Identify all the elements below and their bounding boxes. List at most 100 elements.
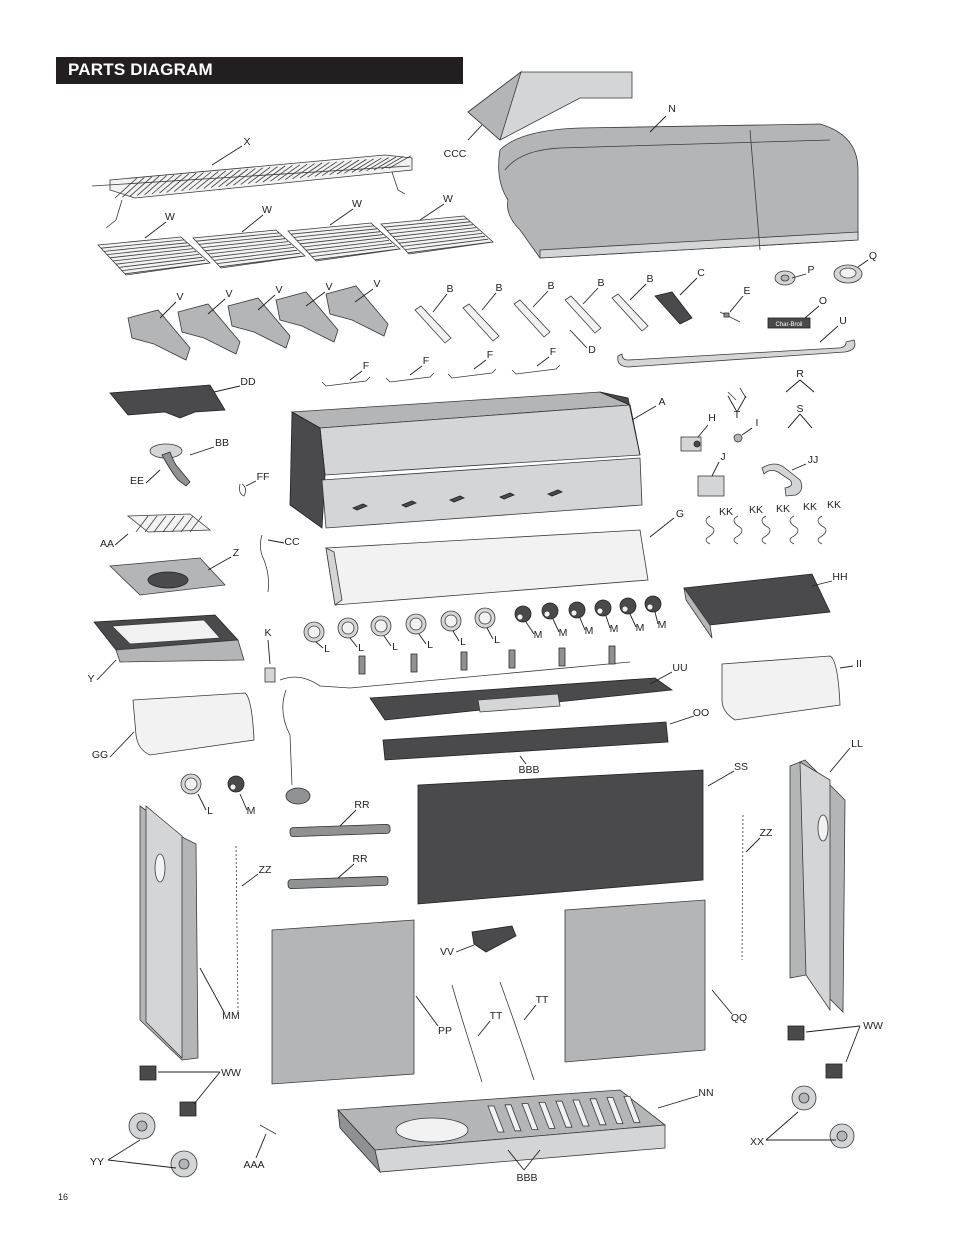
callout-f4: F xyxy=(550,346,556,358)
callout-ee: EE xyxy=(130,475,144,487)
part-hh-side-shelf xyxy=(683,573,831,639)
part-i-valve xyxy=(733,433,743,443)
callout-w1: W xyxy=(165,211,175,223)
callout-m3: M xyxy=(585,625,594,637)
callout-bbb1: BBB xyxy=(518,764,539,776)
callout-kk3: KK xyxy=(776,503,790,515)
callout-kk4: KK xyxy=(803,501,817,513)
callout-z: Z xyxy=(233,547,240,559)
callout-tt1: TT xyxy=(490,1010,503,1022)
callout-d: D xyxy=(588,344,596,356)
callout-ww1: WW xyxy=(863,1020,883,1032)
part-c-rear-burner-cover xyxy=(654,291,693,325)
part-aa-side-burner-grate xyxy=(126,513,212,533)
callout-aaa: AAA xyxy=(243,1159,264,1171)
callout-yy: YY xyxy=(90,1156,104,1168)
part-z-side-burner-bowl xyxy=(109,557,226,596)
part-q-thermometer xyxy=(833,264,863,284)
part-v-heat-tents xyxy=(127,285,389,361)
part-j-plate xyxy=(697,475,725,497)
callout-rr2: RR xyxy=(352,853,368,865)
callout-dd: DD xyxy=(240,376,256,388)
part-ss-back-panel xyxy=(417,769,704,905)
callout-g: G xyxy=(676,508,684,520)
part-e-electrode xyxy=(719,311,741,323)
callout-x: X xyxy=(243,136,250,148)
callout-ww2: WW xyxy=(221,1067,241,1079)
part-h-ignitor-bracket xyxy=(680,436,702,452)
callout-v5: V xyxy=(373,278,380,290)
callout-kk1: KK xyxy=(719,506,733,518)
brand-plate-text: Char-Broil xyxy=(775,322,802,328)
callout-l2: L xyxy=(358,642,364,654)
callout-t: T xyxy=(734,409,741,421)
callout-b5: B xyxy=(646,273,653,285)
callout-m5: M xyxy=(636,622,645,634)
callout-l5: L xyxy=(460,636,466,648)
part-uu-heat-deflector xyxy=(369,677,674,721)
callout-oo: OO xyxy=(693,707,709,719)
callout-u: U xyxy=(839,315,847,327)
callout-b3: B xyxy=(547,280,554,292)
part-qq-right-door xyxy=(564,899,706,1063)
callout-k: K xyxy=(264,627,271,639)
callout-e: E xyxy=(743,285,750,297)
callout-b4: B xyxy=(597,277,604,289)
part-bb-side-burner xyxy=(149,443,191,487)
callout-m1: M xyxy=(534,629,543,641)
callout-bbb2: BBB xyxy=(516,1172,537,1184)
callout-ff: FF xyxy=(257,471,270,483)
part-y-side-frame xyxy=(93,614,245,663)
callout-zz1: ZZ xyxy=(760,827,773,839)
part-vv-grease-cup xyxy=(471,925,517,953)
part-w-cooking-grates xyxy=(97,215,494,276)
callout-ll: LL xyxy=(851,738,863,750)
callout-m4: M xyxy=(610,623,619,635)
callout-jj: JJ xyxy=(808,454,819,466)
part-ccc-heat-shield xyxy=(467,70,633,141)
callout-c: C xyxy=(697,267,705,279)
part-k-manifold xyxy=(264,645,631,805)
callout-f3: F xyxy=(487,349,493,361)
part-n-lid xyxy=(498,123,859,259)
part-b-burners xyxy=(414,293,649,344)
callout-h: H xyxy=(708,412,716,424)
callout-zz2: ZZ xyxy=(259,864,272,876)
callout-nn: NN xyxy=(698,1087,713,1099)
callout-pp: PP xyxy=(438,1025,452,1037)
part-oo-front-rail xyxy=(382,721,669,761)
part-rr-rails xyxy=(287,823,391,890)
callout-kk5: KK xyxy=(827,499,841,511)
callout-v1: V xyxy=(176,291,183,303)
part-aaa-bolt xyxy=(259,1124,277,1135)
part-ww-brackets xyxy=(139,1025,843,1117)
callout-rr1: RR xyxy=(354,799,370,811)
part-jj-tube xyxy=(761,463,803,497)
callout-l6: L xyxy=(494,634,500,646)
callout-v2: V xyxy=(225,288,232,300)
callout-i: I xyxy=(756,417,759,429)
callout-w3: W xyxy=(352,198,362,210)
callout-bb: BB xyxy=(215,437,229,449)
part-f-carryover-tubes xyxy=(321,364,561,387)
part-x-warming-rack xyxy=(91,154,413,229)
callout-aa: AA xyxy=(100,538,114,550)
callout-m2: M xyxy=(559,627,568,639)
part-nn-bottom-shelf xyxy=(337,1089,667,1174)
callout-a: A xyxy=(658,396,665,408)
callout-w4: W xyxy=(443,193,453,205)
callout-ccc: CCC xyxy=(444,148,467,160)
callout-kk2: KK xyxy=(749,504,763,516)
callout-s: S xyxy=(796,403,803,415)
part-ii-side-panel xyxy=(721,655,841,721)
callout-tt2: TT xyxy=(536,994,549,1006)
part-tt-door-handles xyxy=(451,981,535,1083)
callout-qq: QQ xyxy=(731,1012,747,1024)
part-dd-side-burner-lid xyxy=(109,384,226,419)
callout-ss: SS xyxy=(734,761,748,773)
part-ff-clip xyxy=(239,483,246,497)
callout-f2: F xyxy=(423,355,429,367)
callout-l7: L xyxy=(207,805,213,817)
